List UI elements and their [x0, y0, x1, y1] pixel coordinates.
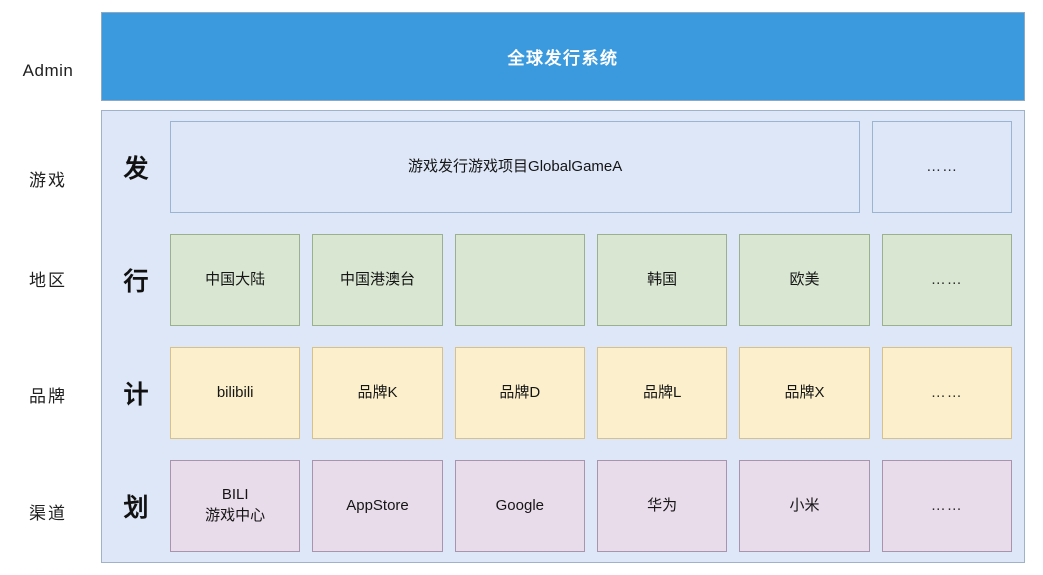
- channel-box-2[interactable]: AppStore: [312, 459, 443, 552]
- axis-label-channel: 渠道: [29, 504, 67, 523]
- system-bar-title: 全球发行系统: [507, 49, 619, 68]
- row-brand: bilibili 品牌K 品牌D 品牌L 品牌X ……: [170, 337, 1012, 450]
- region-more-box[interactable]: ……: [881, 234, 1012, 327]
- axis-label-game: 游戏: [29, 171, 67, 190]
- region-box-5[interactable]: 欧美: [739, 234, 870, 327]
- rail-char-3: 计: [123, 380, 149, 409]
- rows-container: 游戏发行游戏项目GlobalGameA …… 中国大陆 中国港澳台 韩国 欧美 …: [170, 111, 1024, 562]
- publishing-plan-panel: 发 行 计 划 游戏发行游戏项目GlobalGameA …… 中国大陆 中国港澳…: [101, 110, 1025, 563]
- brand-more-box[interactable]: ……: [881, 346, 1012, 439]
- brand-box-5[interactable]: 品牌X: [739, 346, 870, 439]
- game-more-box[interactable]: ……: [872, 121, 1012, 214]
- row-game: 游戏发行游戏项目GlobalGameA ……: [170, 111, 1012, 224]
- region-box-3[interactable]: [454, 234, 585, 327]
- rail-char-4: 划: [123, 493, 149, 522]
- channel-box-3[interactable]: Google: [454, 459, 585, 552]
- region-box-2[interactable]: 中国港澳台: [312, 234, 443, 327]
- rail-char-1: 发: [123, 155, 149, 184]
- brand-box-3[interactable]: 品牌D: [454, 346, 585, 439]
- channel-box-4[interactable]: 华为: [596, 459, 728, 552]
- publishing-plan-rail: 发 行 计 划: [102, 111, 170, 562]
- channel-box-5[interactable]: 小米: [739, 459, 870, 552]
- brand-box-2[interactable]: 品牌K: [312, 346, 443, 439]
- region-box-4[interactable]: 韩国: [596, 234, 728, 327]
- brand-box-4[interactable]: 品牌L: [596, 346, 728, 439]
- axis-label-admin: Admin: [22, 61, 74, 80]
- game-project-box[interactable]: 游戏发行游戏项目GlobalGameA: [170, 121, 861, 214]
- axis-label-brand: 品牌: [29, 387, 67, 406]
- system-bar: 全球发行系统: [101, 12, 1025, 101]
- channel-more-box[interactable]: ……: [881, 459, 1012, 552]
- row-region: 中国大陆 中国港澳台 韩国 欧美 ……: [170, 224, 1012, 337]
- brand-box-1[interactable]: bilibili: [170, 346, 301, 439]
- region-box-1[interactable]: 中国大陆: [170, 234, 301, 327]
- rail-char-2: 行: [123, 268, 149, 297]
- axis-label-region: 地区: [29, 271, 67, 290]
